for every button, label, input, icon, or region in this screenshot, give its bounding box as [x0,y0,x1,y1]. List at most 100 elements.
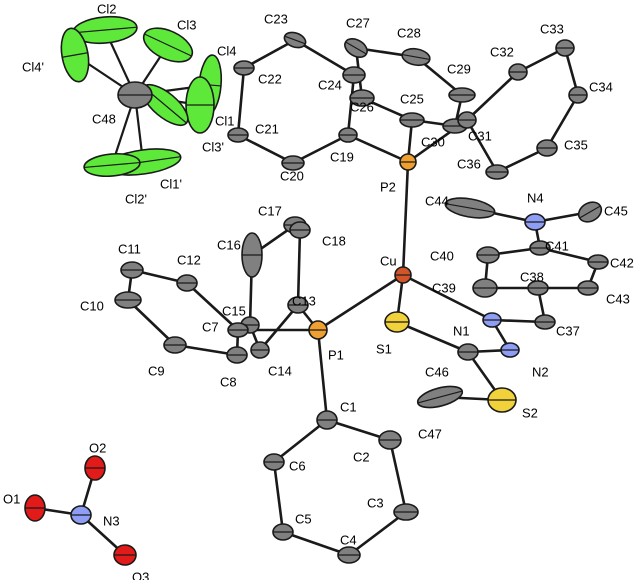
atom-c42 [587,254,609,270]
atom-c47 [416,385,464,409]
atom-label-c46: C46 [425,364,449,379]
atom-c29 [448,87,476,103]
atom-label-c16: C16 [217,237,241,252]
atom-c22 [233,60,255,76]
atom-label-c25: C25 [400,91,424,106]
atom-layer [24,15,609,566]
atom-n3 [70,505,92,525]
atom-label-cl2-prime: Cl2' [125,191,147,206]
bond-c31-c32 [465,70,520,122]
bond-c5-c6 [272,460,285,534]
bond-c2-c3 [388,438,408,514]
atom-label-c48: C48 [92,111,116,126]
atom-n2 [500,342,520,358]
atom-cl1 [185,76,215,134]
atom-label-c33: C33 [540,21,564,36]
atom-c10 [114,291,142,309]
atom-label-c37: C37 [556,323,580,338]
ellipsoid-axis [73,26,137,34]
atom-label-c35: C35 [564,137,588,152]
bond-p2-c19 [346,133,410,164]
atom-cl3 [142,27,194,63]
atom-cl2-prime [83,152,141,178]
bond-c4-c5 [281,530,351,557]
atom-c40 [476,246,500,264]
atom-c43 [577,280,599,296]
atom-c18 [289,221,311,239]
atom-label-c6: C6 [289,458,306,473]
atom-label-c4: C4 [340,532,357,547]
atom-label-c44: C44 [425,193,449,208]
atom-label-c22: C22 [258,71,282,86]
atom-o2 [84,455,106,481]
atom-label-c17: C17 [258,203,282,218]
atom-label-s1: S1 [376,341,392,356]
atom-label-c2: C2 [353,449,370,464]
atom-c48 [117,81,153,109]
bond-layer [33,28,600,557]
atom-label-cl1: Cl1 [215,113,235,128]
atom-c23 [283,31,307,49]
atom-label-c26: C26 [350,99,374,114]
bond-cu-p1 [316,273,405,332]
ellipsoid-axis [579,205,601,219]
atom-label-c10: C10 [80,298,104,313]
atom-c14 [250,341,270,359]
atom-label-c12: C12 [177,252,201,267]
bond-cu-n1 [401,273,494,322]
atom-label-c20: C20 [280,168,304,183]
atom-label-c43: C43 [606,291,630,306]
bond-c36-c31 [465,118,499,174]
atom-c41 [529,240,551,256]
atom-label-n4: N4 [527,190,544,205]
atom-label-c1: C1 [340,399,357,414]
bond-c9-c10 [126,298,177,347]
atom-c7 [227,322,249,338]
atom-cl4-prime [60,27,90,83]
bond-c18-c13 [296,228,302,307]
atom-label-c31: C31 [468,128,492,143]
bond-s1-c46 [395,320,470,354]
atom-label-c9: C9 [148,363,165,378]
bond-p1-c1 [316,328,329,422]
atom-c21 [227,127,249,143]
atom-c5 [272,523,294,541]
atom-c16 [241,232,263,278]
atom-label-c39: C39 [432,280,456,295]
atom-label-n2: N2 [532,364,549,379]
ellipsoid-axis [62,52,88,58]
atom-n4 [524,213,546,231]
atom-label-o2: O2 [89,440,106,455]
atom-c35 [536,139,558,157]
atom-c9 [163,336,187,354]
atom-label-c21: C21 [255,121,279,136]
atom-label-c45: C45 [604,203,628,218]
atom-label-c42: C42 [610,255,634,270]
atom-label-c32: C32 [490,44,514,59]
atom-label-o3: O3 [132,569,149,580]
ellipsoid-axis [144,33,192,57]
atom-label-cl3-prime: Cl3' [202,139,224,154]
atom-o3 [113,544,137,566]
atom-c1 [316,410,338,430]
atom-label-c41: C41 [545,238,569,253]
atom-s2 [487,387,517,413]
atom-c45 [577,201,603,223]
atom-o1 [24,494,46,522]
atom-label-cl4-prime: Cl4' [22,59,44,74]
bond-cu-p2 [401,160,410,277]
atom-label-n1: N1 [453,323,470,338]
atom-label-c30: C30 [421,134,445,149]
atom-label-c14: C14 [268,363,292,378]
atom-c39 [472,278,498,298]
ellipsoid-axis [445,203,495,213]
atom-label-c40: C40 [430,248,454,263]
atom-label-c29: C29 [447,61,471,76]
atom-c31 [457,111,477,129]
atom-label-c23: C23 [264,11,288,26]
atom-label-c8: C8 [220,374,237,389]
ellipsoid-axis [284,35,306,45]
atom-c33 [555,39,575,57]
